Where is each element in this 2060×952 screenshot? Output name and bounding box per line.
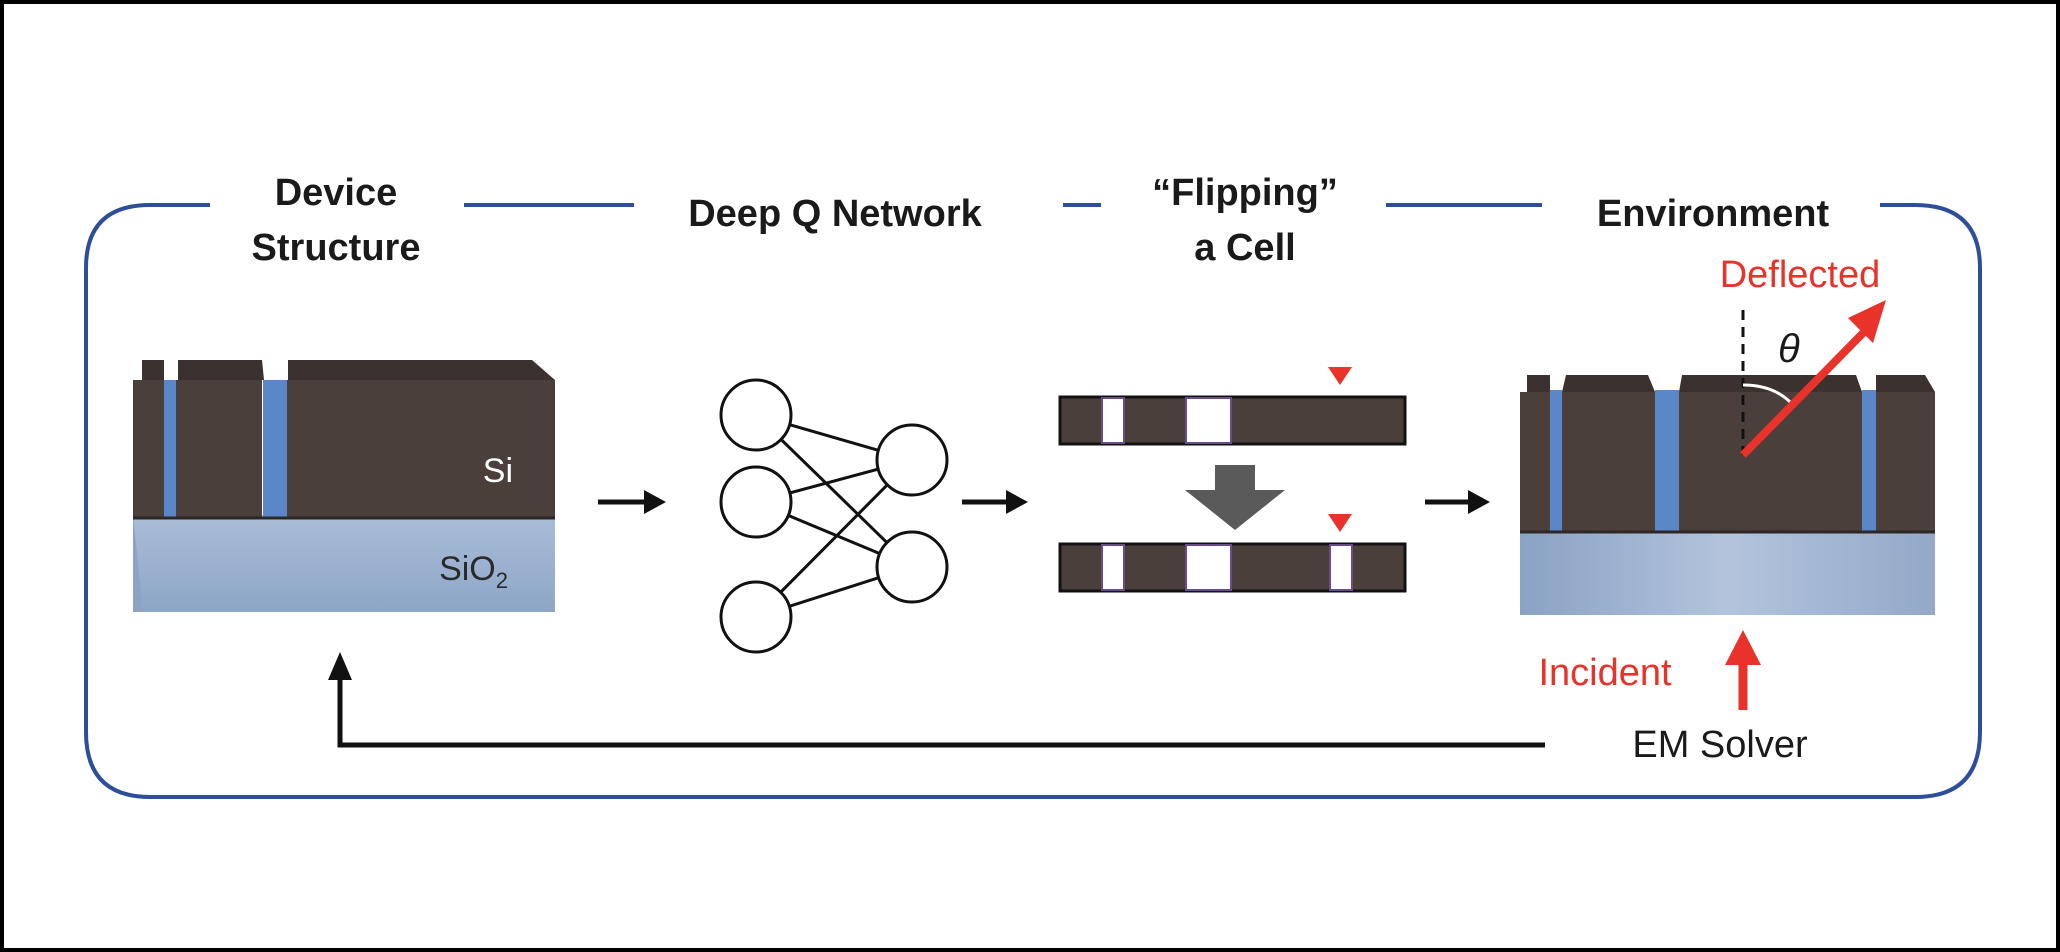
label-incident: Incident [1538, 652, 1672, 694]
feedback-arrow [328, 652, 1545, 748]
si-rib-3 [287, 380, 555, 518]
red-triangle-icon [1328, 514, 1352, 532]
title-deep-q-network: Deep Q Network [688, 193, 982, 235]
label-em-solver: EM Solver [1632, 724, 1808, 766]
device-structure: Si SiO2 [133, 360, 555, 612]
neural-network-icon [719, 378, 949, 654]
output-node-2 [875, 530, 949, 604]
input-node-2 [719, 465, 793, 539]
up-arrow-icon [328, 652, 352, 680]
title-environment: Environment [1597, 193, 1830, 235]
stage-titles: Device Structure Deep Q Network “Flippin… [252, 172, 1830, 269]
label-sio2: SiO2 [439, 550, 508, 593]
loop-frame [84, 203, 1982, 799]
input-node-3 [719, 580, 793, 654]
title-device-line2: Structure [252, 227, 421, 269]
flipped-cell [1329, 544, 1353, 591]
title-device-line1: Device [275, 172, 398, 214]
deflected-arrow-icon [1740, 300, 1886, 458]
right-arrow-icon [598, 490, 666, 514]
output-node-1 [875, 423, 949, 497]
right-arrow-icon [1425, 490, 1490, 514]
input-node-1 [719, 378, 793, 452]
environment-device: θ Deflected Incident EM Solver [1520, 254, 1935, 766]
gap-2 [263, 380, 287, 518]
right-arrow-icon [962, 490, 1028, 514]
sio2-substrate-env [1520, 530, 1935, 615]
angle-theta: θ [1778, 327, 1800, 371]
title-flipping-line1: “Flipping” [1152, 172, 1338, 214]
down-arrow-icon [1185, 465, 1285, 530]
si-rib-2 [176, 380, 262, 518]
flipping-cell [1058, 367, 1407, 593]
incident-arrow-icon [1725, 630, 1761, 710]
title-flipping-line2: a Cell [1194, 227, 1295, 269]
si-rib-1 [133, 380, 164, 518]
sio2-substrate [133, 515, 555, 612]
label-deflected: Deflected [1720, 254, 1881, 296]
label-si: Si [483, 452, 513, 490]
red-triangle-icon [1328, 367, 1352, 385]
